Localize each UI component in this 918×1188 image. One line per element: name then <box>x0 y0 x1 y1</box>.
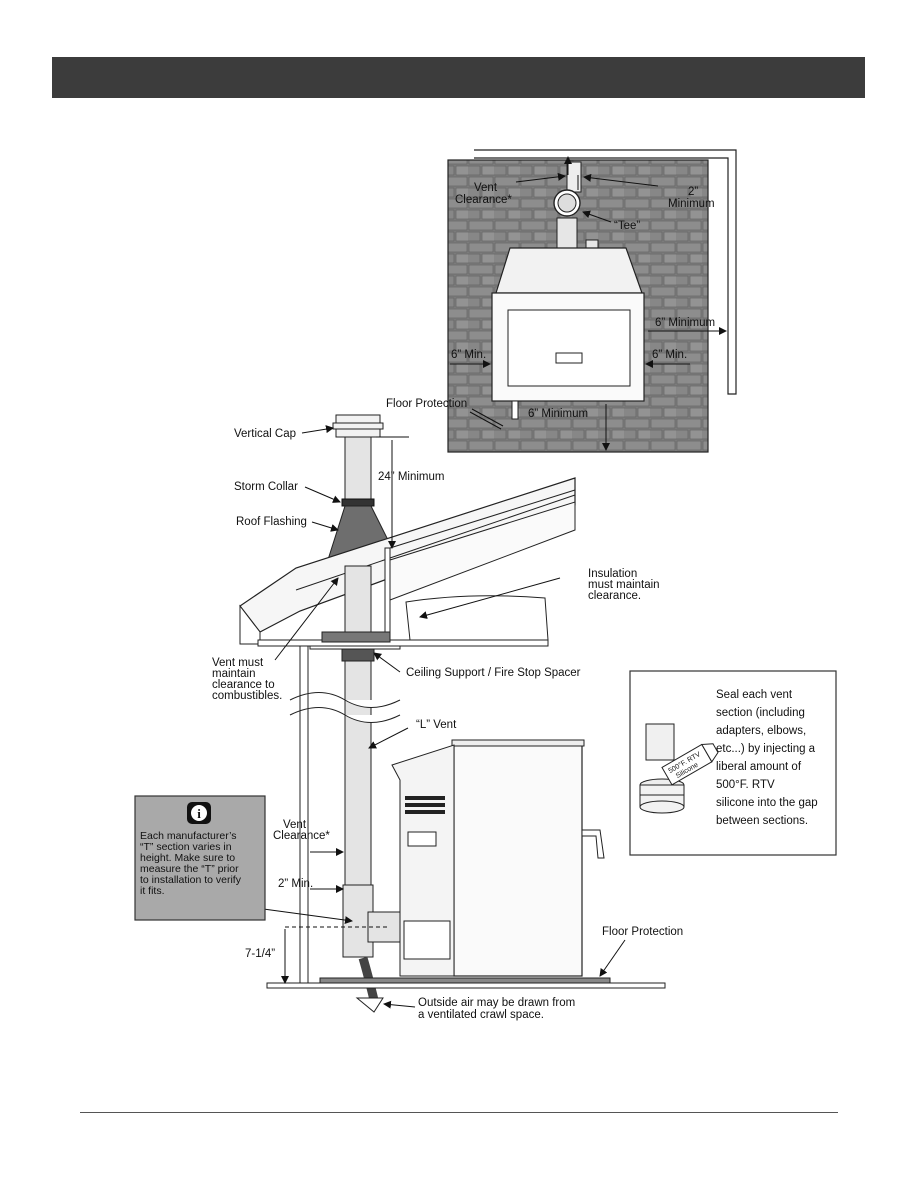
seal-line-1: Seal each vent <box>716 689 793 701</box>
outside-air-hose <box>358 956 379 1002</box>
vent-must-label-line-1: Vent must <box>212 657 264 669</box>
outside-air-label-line-1: Outside air may be drawn from <box>418 997 575 1009</box>
twenty-four-minimum-label: 24” Minimum <box>378 471 444 483</box>
note-line-6: it fits. <box>140 885 165 897</box>
note-line-4: measure the “T” prior <box>140 863 239 875</box>
stove-side-view <box>391 739 605 977</box>
seal-line-8: between sections. <box>716 815 808 827</box>
seal-instructions-box: 500°F. RTV Silicone <box>629 670 837 856</box>
six-min-left-label: 6” Min. <box>451 349 486 361</box>
stove-top-front <box>495 247 643 294</box>
storm-collar <box>341 498 375 507</box>
insulation-label-line-2: must maintain <box>588 579 660 591</box>
seal-line-5: liberal amount of <box>716 761 802 773</box>
ceiling-support <box>321 631 391 643</box>
manufacturer-note-box: i <box>134 795 266 921</box>
side-wall <box>474 149 737 395</box>
flue-pipe <box>566 161 582 193</box>
vent-system-view <box>239 414 666 1013</box>
ceiling-support-label: Ceiling Support / Fire Stop Spacer <box>406 667 581 679</box>
wall-elevation-view <box>447 149 737 453</box>
vertical-cap-label: Vertical Cap <box>234 428 296 440</box>
stove-door <box>507 309 631 387</box>
seal-line-2: section (including <box>716 707 805 719</box>
header-bar <box>52 57 865 98</box>
l-vent-pipe <box>344 660 372 886</box>
tee-label: “Tee” <box>614 220 640 232</box>
seal-line-6: 500°F. RTV <box>716 779 775 791</box>
vent-pipe-upper <box>344 436 372 502</box>
insulation-label-line-1: Insulation <box>588 568 637 580</box>
six-minimum-right-label: 6” Minimum <box>655 317 715 329</box>
seal-line-3: adapters, elbows, <box>716 725 806 737</box>
footer-rule <box>80 1112 838 1113</box>
vent-clearance-top-label-2: Clearance* <box>455 194 512 206</box>
vertical-cap <box>335 428 381 438</box>
note-line-3: height. Make sure to <box>140 852 235 864</box>
vent-section <box>645 723 675 761</box>
two-minimum-top-label-1: 2” <box>688 186 698 198</box>
note-line-5: to installation to verify <box>140 874 242 886</box>
ceiling <box>257 639 549 647</box>
insulation-label-line-3: clearance. <box>588 590 641 602</box>
vent-must-label-line-4: combustibles. <box>212 690 282 702</box>
insulation <box>405 595 549 644</box>
outside-air-label-line-2: a ventilated crawl space. <box>418 1009 544 1021</box>
vent-must-label-line-3: clearance to <box>212 679 275 691</box>
storm-collar-label: Storm Collar <box>234 481 298 493</box>
seal-line-7: silicone into the gap <box>716 797 818 809</box>
svg-text:i: i <box>197 806 201 821</box>
vent-clearance-top-label-1: Vent <box>474 182 498 194</box>
l-vent-label: “L” Vent <box>416 719 457 731</box>
floor-protection <box>319 977 611 984</box>
seal-line-4: etc...) by injecting a <box>716 743 816 755</box>
floor <box>266 982 666 989</box>
vent-must-label-line-2: maintain <box>212 668 255 680</box>
door-handle <box>555 352 583 364</box>
floor-protection-top-label: Floor Protection <box>386 398 467 410</box>
six-minimum-bottom-label: 6” Minimum <box>528 408 588 420</box>
note-line-1: Each manufacturer’s <box>140 830 237 842</box>
note-line-2: “T” section varies in <box>140 841 232 853</box>
vent-clearance-side-label-2: Clearance* <box>273 830 330 842</box>
vent-clearance-side-label-1: Vent <box>283 819 307 831</box>
two-min-side-label: 2” Min. <box>278 878 313 890</box>
six-min-right-label: 6” Min. <box>652 349 687 361</box>
roof-flashing-label: Roof Flashing <box>236 516 307 528</box>
seven-quarter-label: 7-1/4” <box>245 948 275 960</box>
floor-protection-bottom-label: Floor Protection <box>602 926 683 938</box>
two-minimum-top-label-2: Minimum <box>668 198 715 210</box>
